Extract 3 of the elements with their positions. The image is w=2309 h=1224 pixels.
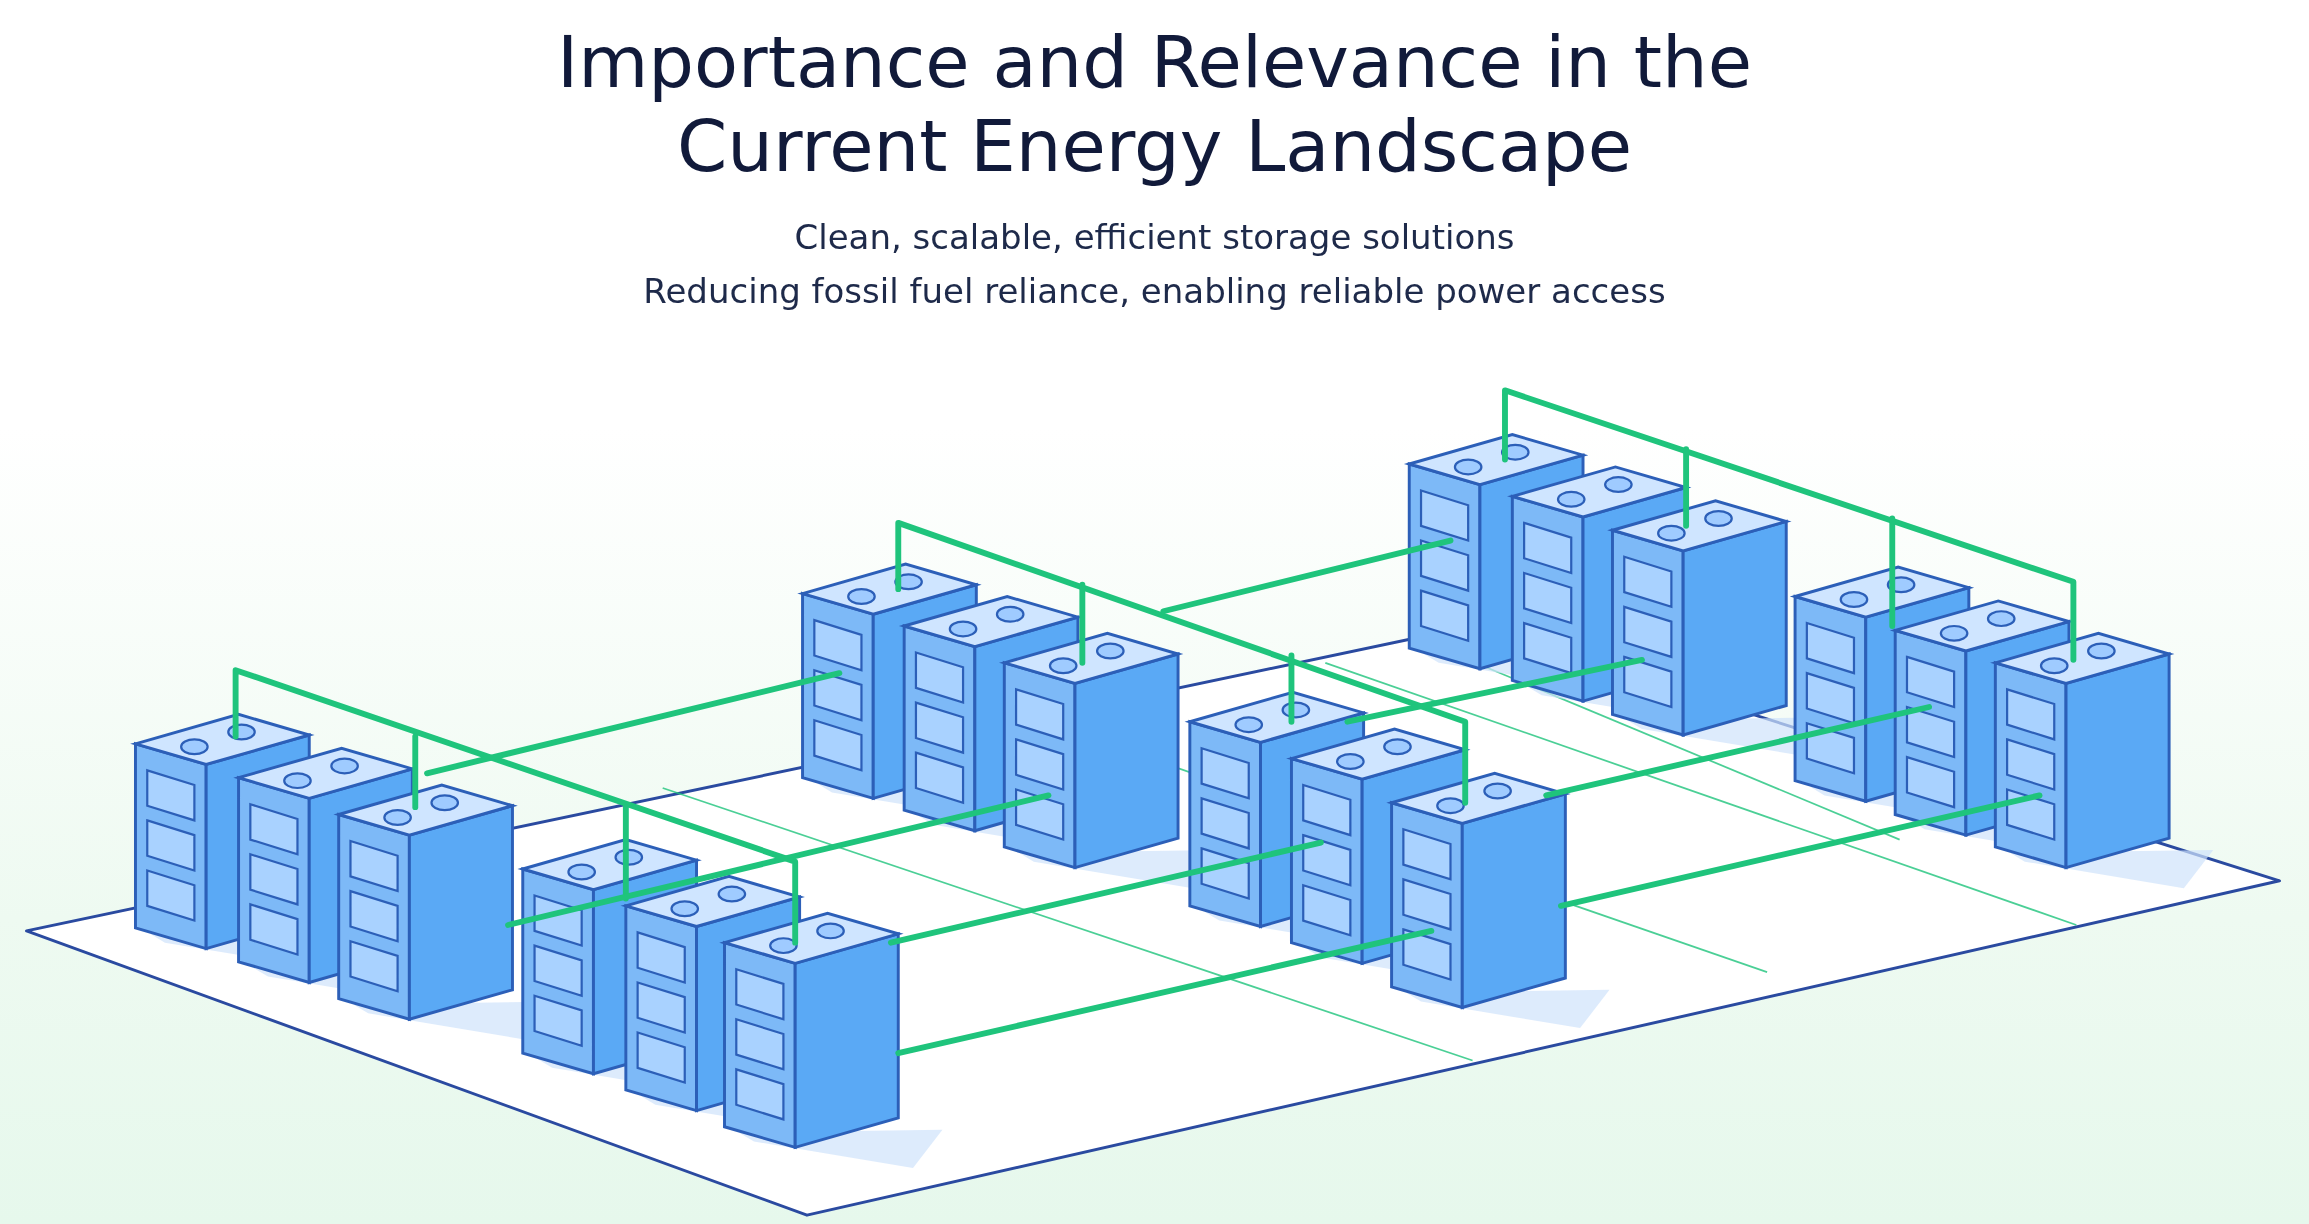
subtitle: Clean, scalable, efficient storage solutions [794, 216, 1515, 260]
subtitle: Reducing fossil fuel reliance, enabling reliable power access [643, 270, 1666, 314]
title: Importance and Relevance in the Current Energy Landscape [556, 20, 1753, 189]
